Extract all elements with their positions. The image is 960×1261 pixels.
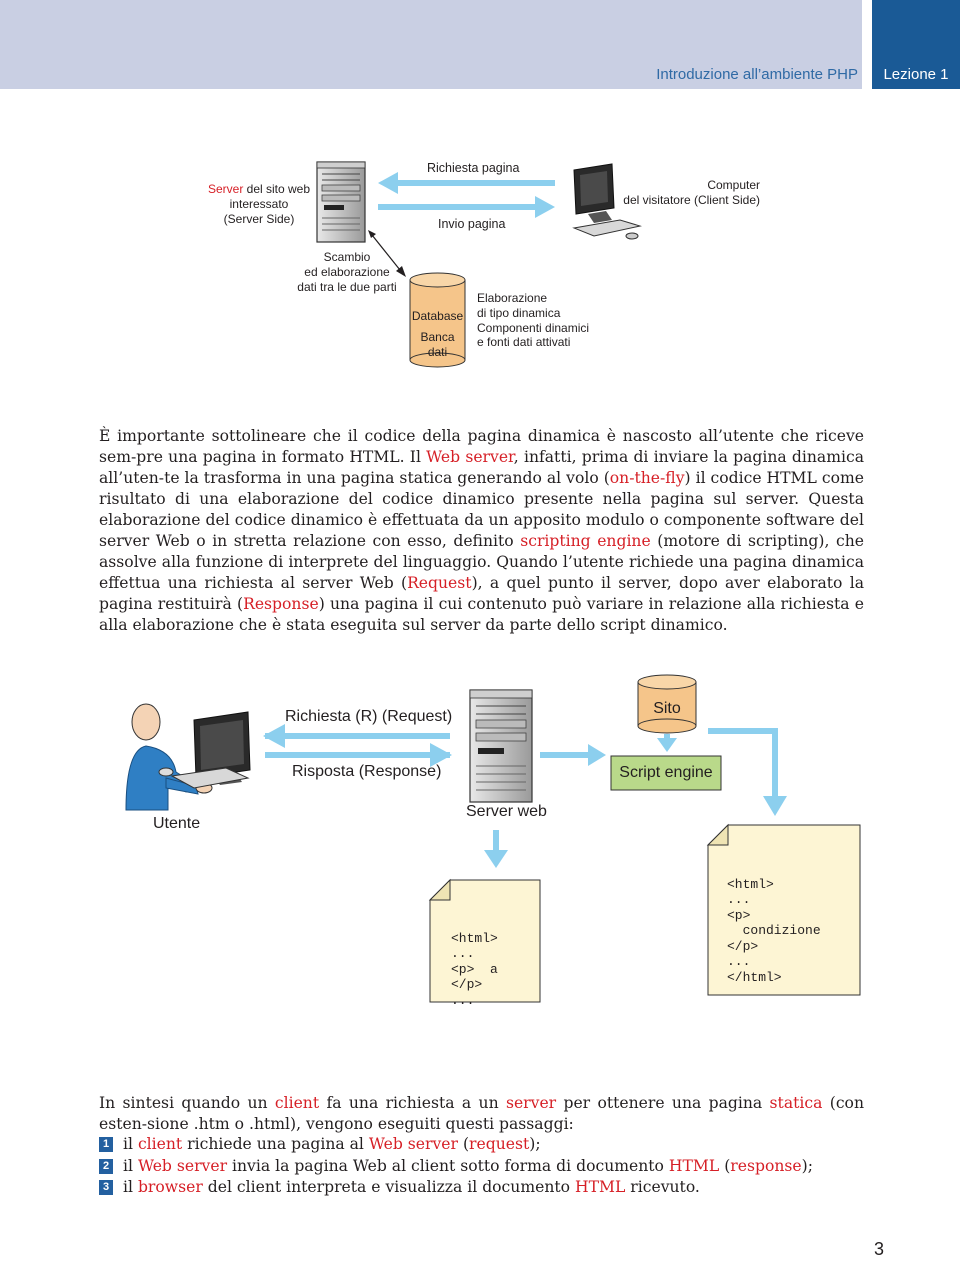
html-document-1-code: <html>...<p> a</p>... [451,930,498,1008]
engine-to-page-arrow [708,728,787,816]
step-number: 2 [99,1158,113,1174]
site-down-arrow [657,734,677,752]
step-item: 1 il client richiede una pagina al Web s… [99,1134,864,1156]
server-label: Server del sito web interessato (Server … [207,182,311,226]
web-server-tower-icon [469,689,533,803]
steps-list: 1 il client richiede una pagina al Web s… [99,1134,864,1199]
request-label-2: Richiesta (R) (Request) [285,708,453,725]
server-to-engine-arrow [540,744,606,766]
database-cylinder-icon [409,272,466,368]
server-to-page-arrow [484,830,508,868]
lesson-tab: Lezione 1 [872,0,960,89]
diagram-client-server [316,161,642,368]
response-arrow-2 [265,743,452,767]
step-number: 1 [99,1137,113,1152]
request-arrow-2 [263,724,450,748]
user-computer-icon [158,711,251,789]
html-document-1 [428,878,541,1003]
step-item: 2 il Web server invia la pagina Web al c… [99,1156,864,1178]
site-label: Sito [653,700,681,717]
server-tower-icon [316,161,366,243]
paragraph-dynamic-pages: È importante sottolineare che il codice … [99,427,865,634]
header-band [0,0,862,89]
html-document-2-code: <html>...<p> condizione</p>...</html> [727,876,821,985]
lesson-label: Lezione 1 [883,66,949,83]
user-figure-icon [125,703,213,811]
web-server-label: Server web [466,803,547,820]
page-number: 3 [873,1239,884,1259]
exchange-arrow [368,230,406,277]
send-arrow [378,196,555,218]
client-computer-icon [572,163,642,240]
request-label: Richiesta pagina [427,161,520,175]
database-label: Database [411,309,464,323]
site-cylinder-icon [637,674,697,734]
step-number: 3 [99,1180,113,1195]
send-label: Invio pagina [438,217,506,231]
section-title: Introduzione all’ambiente PHP [656,66,858,83]
step-item: 3 il browser del client interpreta e vis… [99,1177,864,1199]
html-document-2 [706,823,861,996]
paragraph-summary: In sintesi quando un client fa una richi… [99,1094,864,1133]
request-arrow [378,172,555,194]
script-engine-label: Script engine [619,764,713,781]
response-label-2: Risposta (Response) [292,763,442,780]
script-engine-box [610,755,722,791]
diagram-request-response [125,674,861,1003]
user-label: Utente [153,815,201,832]
